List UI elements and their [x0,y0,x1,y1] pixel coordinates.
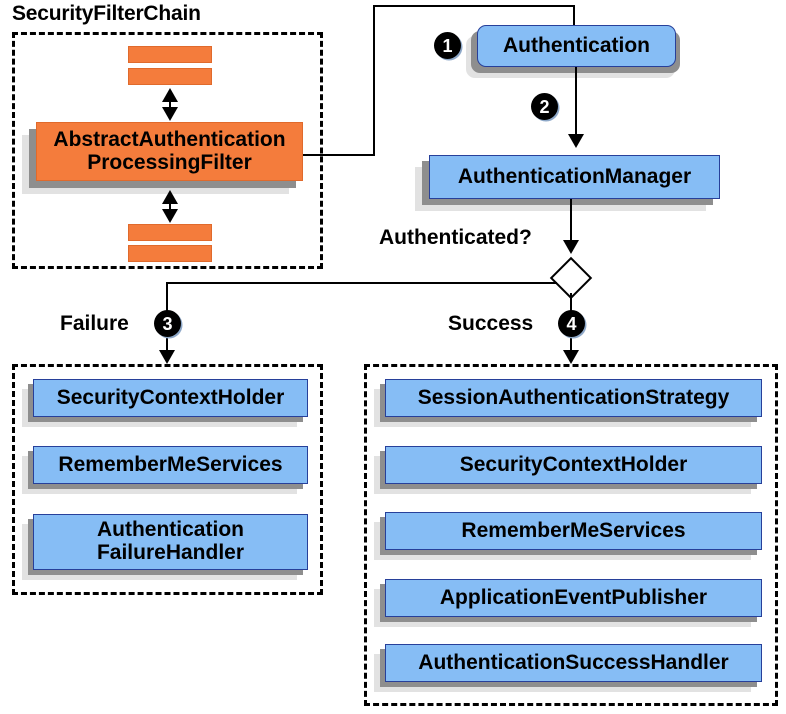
abstract-authentication-processing-filter-node[interactable]: AbstractAuthentication ProcessingFilter [36,122,303,181]
filter-to-authentication-segment-h2 [373,5,575,7]
step-badge-2: 2 [531,93,558,120]
failure-group [12,364,323,595]
failure-item-security-context-holder[interactable]: SecurityContextHolder [33,379,308,417]
filter-link-arrow-down-top [162,107,178,121]
filter-to-authentication-segment-v2 [573,5,575,29]
success-item-session-authentication-strategy[interactable]: SessionAuthenticationStrategy [385,379,762,417]
authentication-node[interactable]: Authentication [477,25,676,67]
filter-link-line-bottom [169,200,171,216]
decision-to-failure-line-h [166,282,557,284]
success-label: Success [448,312,534,335]
filter-bar-top-2 [128,68,212,85]
failure-item-remember-me-services[interactable]: RememberMeServices [33,446,308,484]
authenticated-question-label: Authenticated? [379,226,532,249]
success-item-authentication-success-handler[interactable]: AuthenticationSuccessHandler [385,644,762,682]
filter-link-arrow-up-bottom [162,190,178,204]
security-filter-chain-title: SecurityFilterChain [12,2,201,25]
authentication-manager-node[interactable]: AuthenticationManager [429,155,720,199]
decision-to-success-arrow [563,350,579,364]
filter-link-line-top [169,98,171,114]
filter-bar-bottom-1 [128,224,212,241]
authentication-to-manager-line [575,67,577,139]
filter-bar-top-1 [128,46,212,63]
filter-link-arrow-down-bottom [162,209,178,223]
manager-to-decision-line [570,199,572,244]
filter-bar-bottom-2 [128,245,212,262]
filter-to-authentication-segment-h1 [303,154,375,156]
success-item-security-context-holder[interactable]: SecurityContextHolder [385,446,762,484]
success-item-remember-me-services[interactable]: RememberMeServices [385,512,762,550]
success-item-application-event-publisher[interactable]: ApplicationEventPublisher [385,579,762,617]
authentication-to-manager-arrow [568,134,584,148]
step-badge-4: 4 [558,310,585,337]
failure-item-authentication-failure-handler[interactable]: Authentication FailureHandler [33,514,308,570]
failure-label: Failure [60,312,129,335]
success-group [364,364,778,706]
manager-to-decision-arrow [563,240,579,254]
security-filter-chain-group [12,32,323,269]
decision-to-failure-arrow [159,350,175,364]
filter-link-arrow-up-top [162,88,178,102]
step-badge-1: 1 [434,32,461,59]
step-badge-3: 3 [154,310,181,337]
filter-to-authentication-segment-v [373,5,375,156]
